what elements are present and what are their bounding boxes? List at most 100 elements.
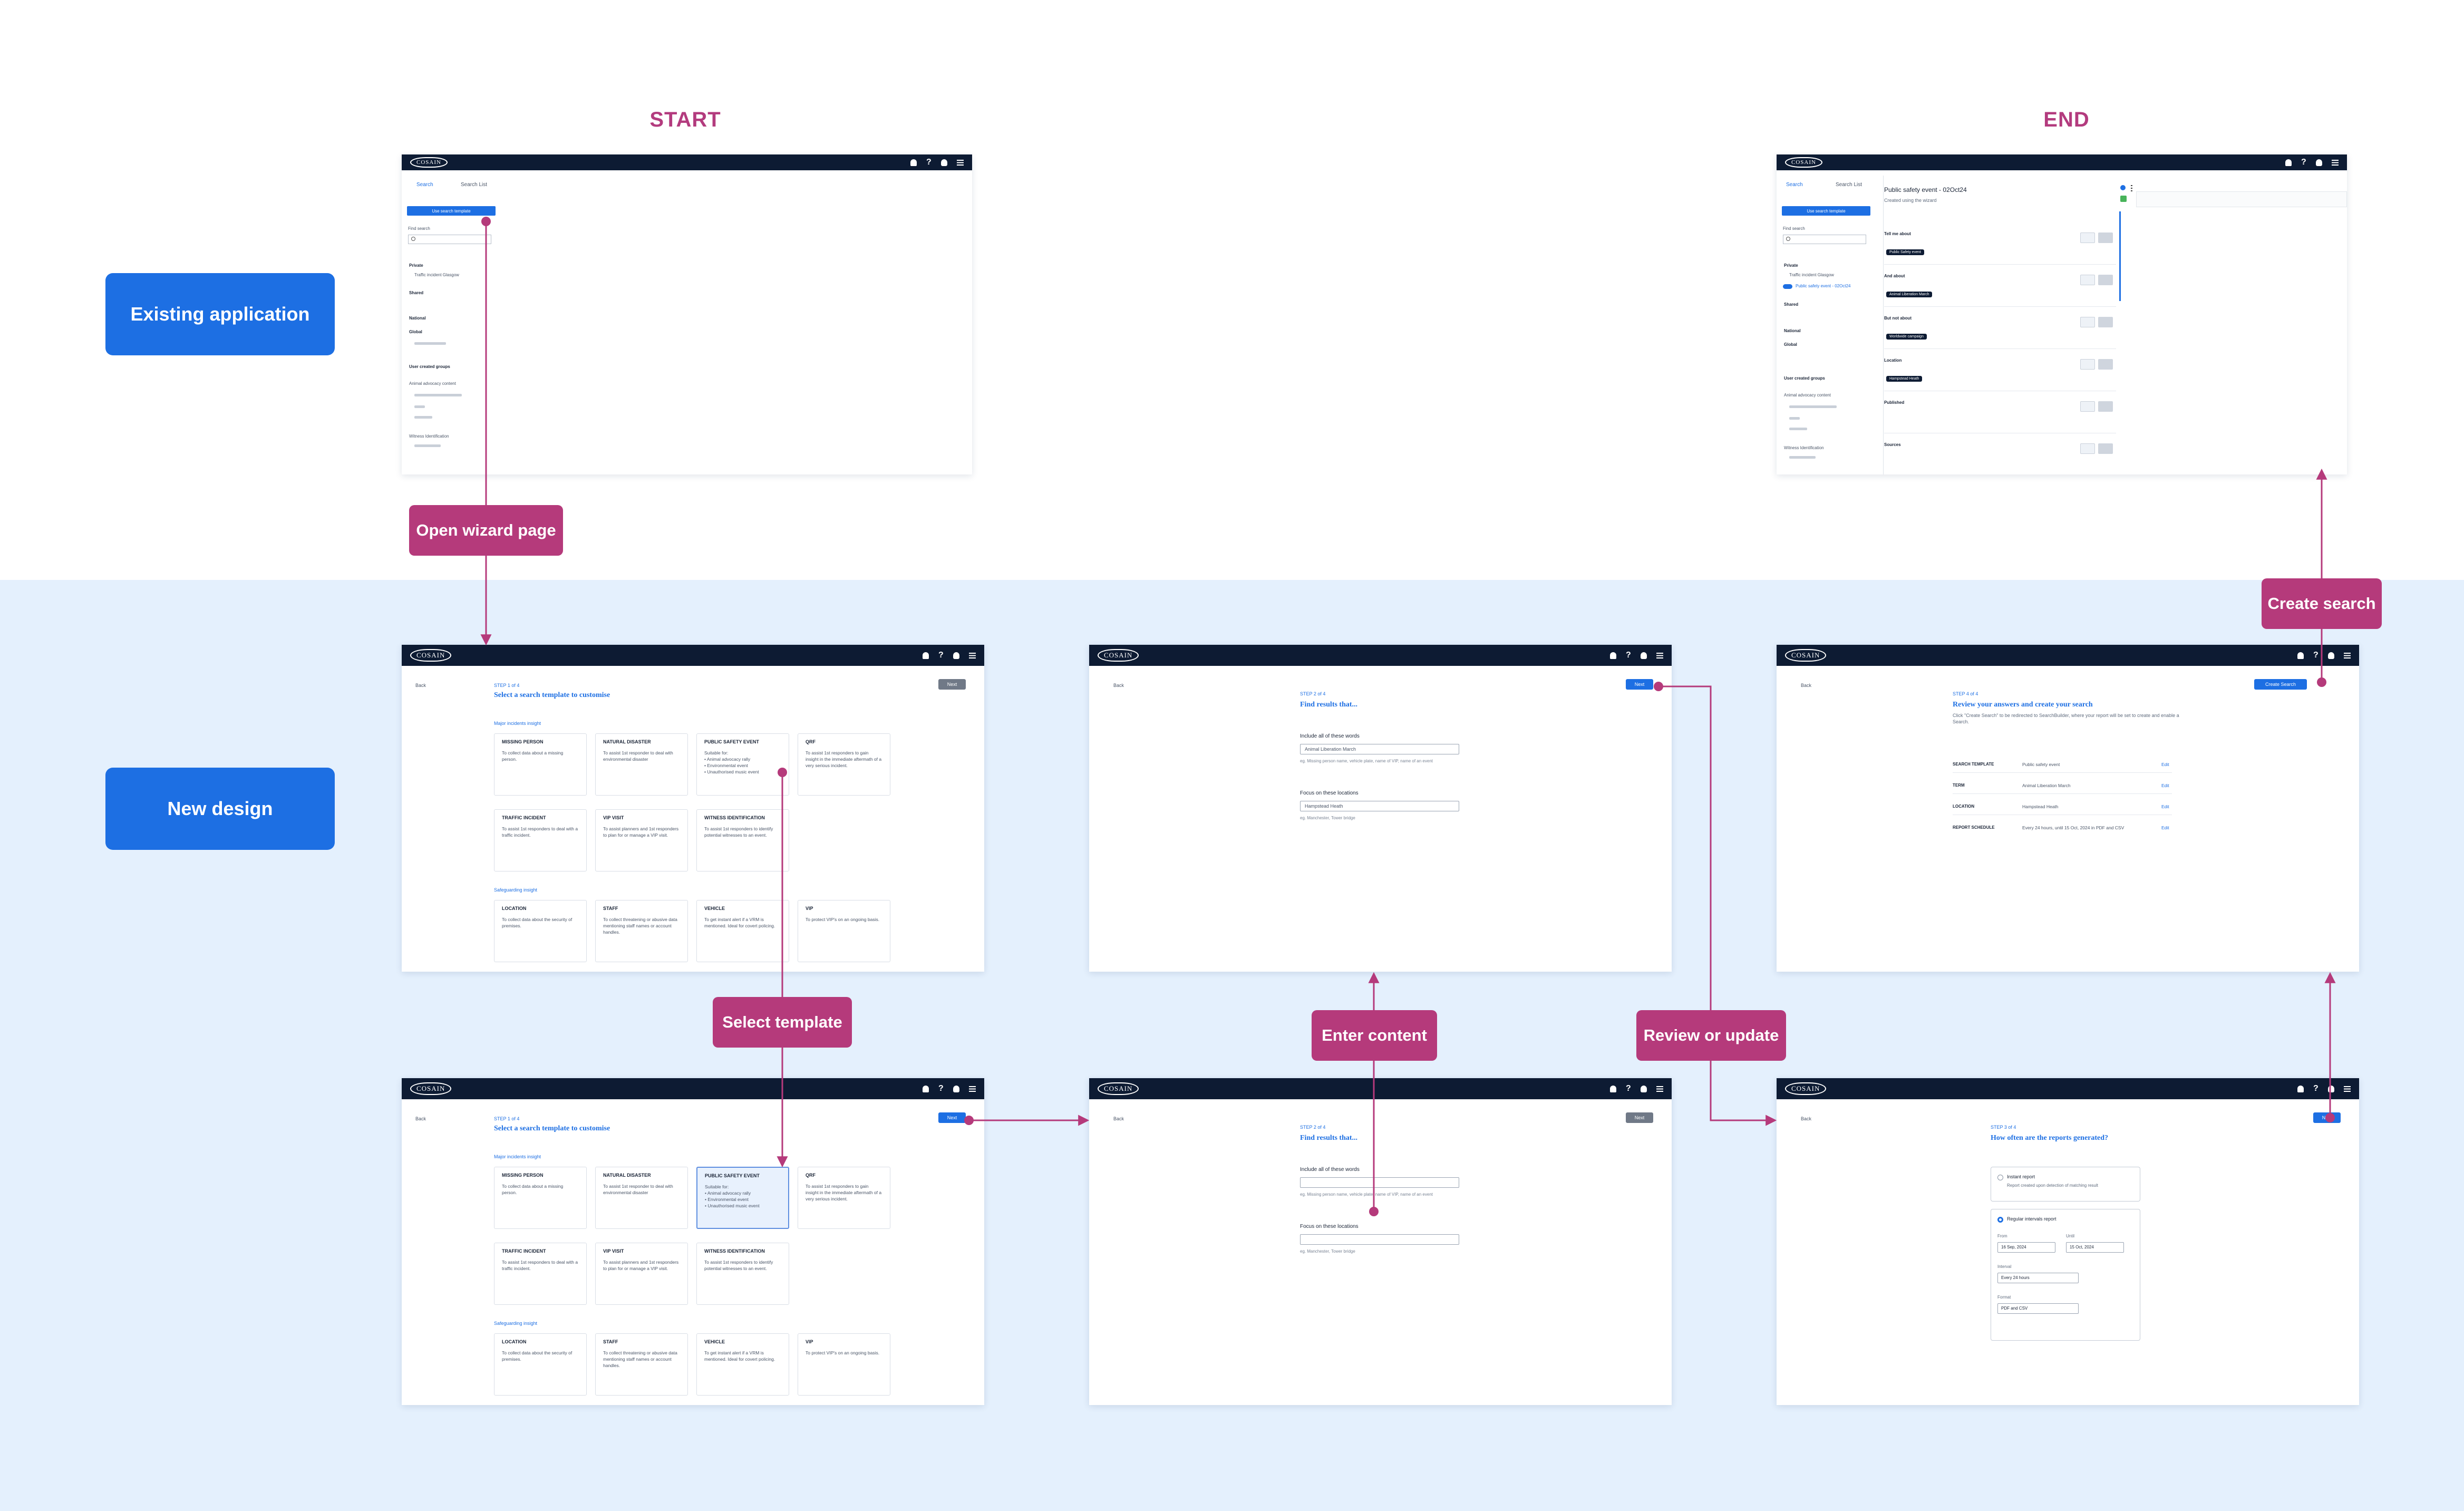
row-control[interactable] — [2080, 275, 2095, 285]
help-icon[interactable]: ? — [2301, 158, 2306, 167]
help-icon[interactable]: ? — [1626, 651, 1631, 660]
row-control[interactable] — [2080, 233, 2095, 243]
radio-instant[interactable] — [1997, 1175, 2003, 1180]
bell-icon[interactable] — [2297, 652, 2304, 659]
user-icon[interactable] — [2316, 159, 2322, 166]
back-link[interactable]: Back — [1113, 683, 1124, 688]
words-input[interactable]: Animal Liberation March — [1300, 744, 1459, 754]
bell-icon[interactable] — [1610, 652, 1616, 659]
next-button[interactable]: Next — [1626, 679, 1653, 690]
back-link[interactable]: Back — [1113, 1116, 1124, 1121]
row-control[interactable] — [2080, 443, 2095, 454]
query-chip[interactable]: Animal Liberation March — [1886, 292, 1933, 297]
user-icon[interactable] — [2328, 652, 2334, 659]
query-chip[interactable]: Public Safety event — [1886, 249, 1924, 255]
tab-search[interactable]: Search — [416, 182, 433, 188]
help-icon[interactable]: ? — [938, 1084, 944, 1093]
sidebar-item-traffic[interactable]: Traffic incident Glasgow — [414, 273, 459, 277]
sidebar-item[interactable] — [1789, 428, 1807, 430]
row-control[interactable] — [2098, 317, 2113, 327]
row-control[interactable] — [2098, 443, 2113, 454]
menu-icon[interactable] — [969, 652, 976, 658]
sidebar-item[interactable] — [1789, 405, 1837, 408]
help-icon[interactable]: ? — [938, 651, 944, 660]
more-icon[interactable] — [2131, 185, 2132, 191]
user-icon[interactable] — [953, 652, 959, 659]
user-icon[interactable] — [2328, 1085, 2334, 1092]
next-button[interactable]: Next — [2313, 1112, 2341, 1123]
tab-search-list[interactable]: Search List — [1836, 182, 1862, 188]
bell-icon[interactable] — [923, 652, 929, 659]
menu-icon[interactable] — [2344, 652, 2351, 658]
row-control[interactable] — [2080, 359, 2095, 370]
sidebar-item[interactable] — [414, 416, 432, 419]
row-control[interactable] — [2098, 275, 2113, 285]
locations-input[interactable] — [1300, 1234, 1459, 1245]
sidebar-item-new-search[interactable]: Public safety event - 02Oct24 — [1796, 284, 1851, 288]
menu-icon[interactable] — [2344, 1086, 2351, 1092]
bell-icon[interactable] — [1610, 1085, 1616, 1092]
interval-select[interactable]: Every 24 hours — [1997, 1273, 2079, 1283]
edit-link[interactable]: Edit — [2161, 783, 2169, 788]
help-icon[interactable]: ? — [1626, 1084, 1631, 1093]
user-icon[interactable] — [1641, 1085, 1647, 1092]
user-icon[interactable] — [941, 159, 947, 166]
bell-icon[interactable] — [910, 159, 917, 166]
tab-search[interactable]: Search — [1786, 182, 1803, 188]
row-control[interactable] — [2098, 401, 2113, 412]
bell-icon[interactable] — [2297, 1085, 2304, 1092]
back-link[interactable]: Back — [415, 1116, 426, 1121]
find-search-input[interactable] — [408, 235, 491, 244]
sidebar-item[interactable] — [414, 444, 441, 447]
user-icon[interactable] — [953, 1085, 959, 1092]
edit-link[interactable]: Edit — [2161, 762, 2169, 767]
row-control[interactable] — [2098, 359, 2113, 370]
back-link[interactable]: Back — [415, 683, 426, 688]
until-date[interactable]: 15 Oct, 2024 — [2066, 1242, 2124, 1253]
sidebar-item[interactable] — [1789, 456, 1816, 459]
help-icon[interactable]: ? — [926, 158, 932, 167]
share-icon[interactable] — [2120, 185, 2126, 190]
bell-icon[interactable] — [2285, 159, 2292, 166]
user-icon[interactable] — [1641, 652, 1647, 659]
row-control[interactable] — [2080, 317, 2095, 327]
bell-icon[interactable] — [923, 1085, 929, 1092]
query-chip[interactable]: Worldwide campaign — [1886, 334, 1927, 340]
tab-search-list[interactable]: Search List — [461, 182, 488, 188]
next-button[interactable]: Next — [938, 1112, 966, 1123]
help-icon[interactable]: ? — [2313, 1084, 2319, 1093]
row-control[interactable] — [2080, 401, 2095, 412]
toggle-switch[interactable] — [1783, 284, 1792, 289]
radio-regular[interactable] — [1997, 1217, 2003, 1223]
locations-input[interactable]: Hampstead Heath — [1300, 801, 1459, 811]
row-control[interactable] — [2098, 233, 2113, 243]
menu-icon[interactable] — [957, 159, 964, 166]
query-chip[interactable]: Hampstead Heath — [1886, 376, 1923, 382]
sidebar-item[interactable] — [414, 405, 425, 408]
edit-link[interactable]: Edit — [2161, 804, 2169, 809]
edit-link[interactable]: Edit — [2161, 825, 2169, 830]
find-search-input[interactable] — [1783, 235, 1866, 244]
use-template-button[interactable]: Use search template — [1782, 206, 1870, 216]
words-input[interactable] — [1300, 1177, 1459, 1188]
sidebar-item[interactable] — [414, 342, 446, 345]
format-select[interactable]: PDF and CSV — [1997, 1303, 2079, 1314]
scrollbar[interactable] — [2119, 211, 2121, 301]
